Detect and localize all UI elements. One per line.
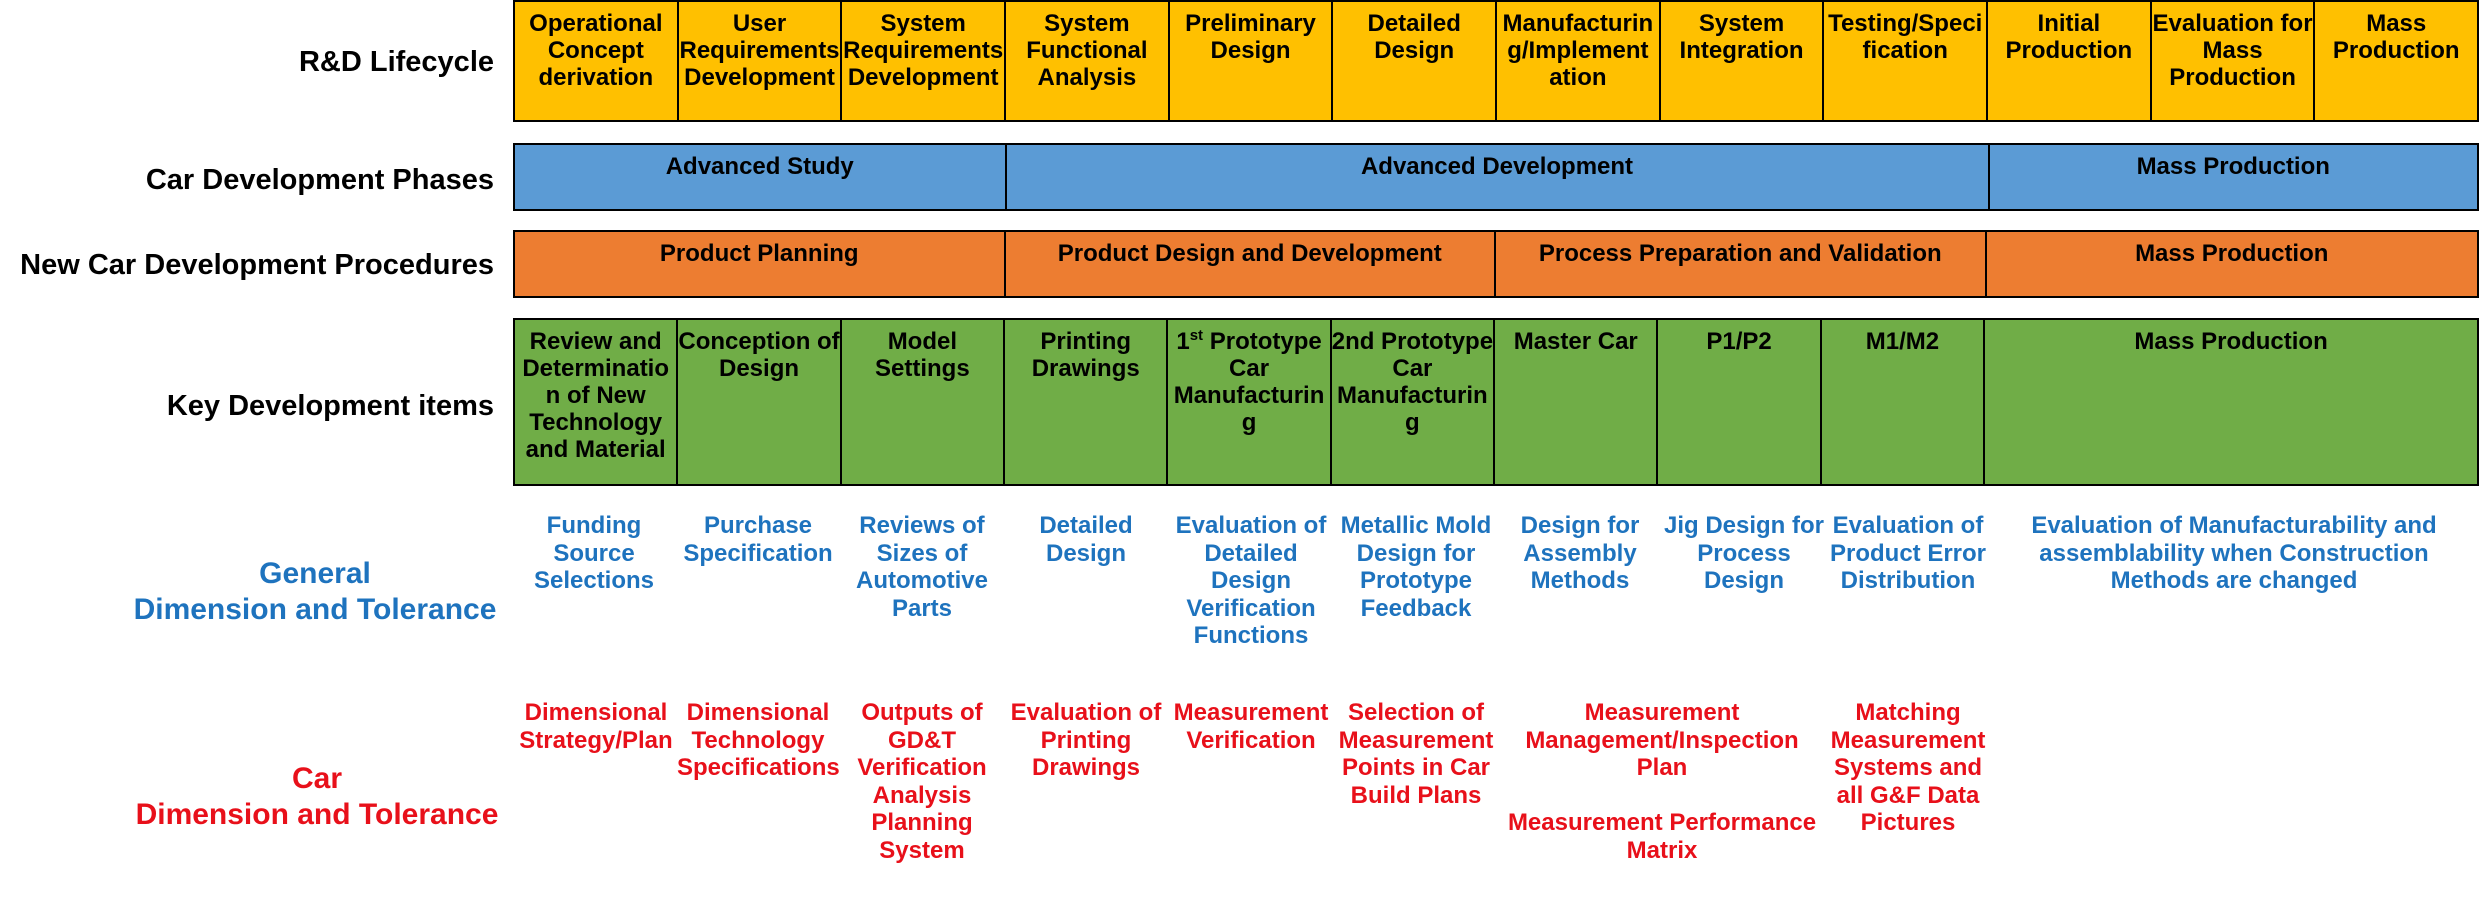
row-label-key-items: Key Development items [166,389,494,422]
general-item: Detailed Design [1039,512,1133,567]
key-item-cell: P1/P2 [1656,318,1822,486]
general-label-line2: Dimension and Tolerance [133,593,497,626]
key-item-cell: M1/M2 [1819,318,1986,486]
procedures-row: Product Planning Product Design and Deve… [513,230,2479,298]
phase-cell: Mass Production [1987,143,2479,211]
car-item: Dimensional Technology Specifications [677,699,840,781]
general-item: Evaluation of Detailed Design Verificati… [1175,512,1327,649]
general-label-line1: General [259,557,371,590]
car-item: Evaluation of Printing Drawings [1010,699,1162,781]
general-item: Jig Design for Process Design [1663,512,1825,594]
lifecycle-cell: Mass Production [2313,0,2480,122]
row-label-procedures: New Car Development Procedures [20,248,494,281]
lifecycle-cell: Evaluation for Mass Production [2149,0,2316,122]
key-item-label: Prototype Car Manufacturin g [1173,328,1325,436]
lifecycle-cell: Manufacturin g/Implement ation [1495,0,1661,122]
car-item: Matching Measurement Systems and all G&F… [1830,699,1986,836]
car-label-line1: Car [291,762,343,795]
car-item: Measurement Management/Inspection Plan [1525,699,1799,781]
lifecycle-cell: Testing/Speci fication [1822,0,1989,122]
car-item: Measurement Performance Matrix [1507,809,1817,864]
procedure-cell: Product Planning [513,230,1006,298]
lifecycle-cell: System Integration [1658,0,1825,122]
key-item-cell: 1st Prototype Car Manufacturin g [1166,318,1332,486]
lifecycle-cell: Initial Production [1986,0,2152,122]
lifecycle-cell: User Requirements Development [676,0,843,122]
lifecycle-cell: Preliminary Design [1167,0,1334,122]
car-label-line2: Dimension and Tolerance [135,798,499,831]
row-label-general-dimension: General Dimension and Tolerance [120,552,510,632]
general-item: Evaluation of Product Error Distribution [1829,512,1987,594]
key-item-cell: Model Settings [839,318,1006,486]
car-item: Measurement Verification [1173,699,1329,754]
procedure-cell: Mass Production [1984,230,2479,298]
phase-cell: Advanced Development [1004,143,1990,211]
key-item-cell: Printing Drawings [1003,318,1169,486]
car-item: Dimensional Strategy/Plan [519,699,673,754]
car-item: Selection of Measurement Points in Car B… [1338,699,1494,809]
row-label-phases: Car Development Phases [145,163,494,196]
lifecycle-cell: Detailed Design [1331,0,1498,122]
phase-cell: Advanced Study [513,143,1007,211]
key-item-cell: 2nd Prototype Car Manufacturin g [1329,318,1496,486]
row-label-car-dimension: Car Dimension and Tolerance [120,757,514,837]
key-item-cell: Review and Determinatio n of New Technol… [513,318,679,486]
car-item: Outputs of GD&T Verification Analysis Pl… [857,699,987,864]
general-item: Design for Assembly Methods [1520,512,1640,594]
general-item: Metallic Mold Design for Prototype Feedb… [1340,512,1492,622]
procedure-cell: Product Design and Development [1003,230,1496,298]
general-item: Reviews of Sizes of Automotive Parts [856,512,988,622]
key-items-row: Review and Determinatio n of New Technol… [513,318,2480,486]
general-item: Evaluation of Manufacturability and asse… [2031,512,2437,594]
prototype-ordinal: st [1189,327,1204,344]
lifecycle-row: Operational Concept derivation User Requ… [513,0,2480,122]
general-item: Funding Source Selections [533,512,655,594]
procedure-cell: Process Preparation and Validation [1494,230,1987,298]
key-item-cell: Conception of Design [676,318,842,486]
lifecycle-cell: System Requirements Development [840,0,1007,122]
key-item-cell: Master Car [1493,318,1659,486]
phases-row: Advanced Study Advanced Development Mass… [513,143,2479,211]
general-item: Purchase Specification [683,512,833,567]
lifecycle-cell: System Functional Analysis [1004,0,1170,122]
prototype-number: 1 [1176,328,1190,355]
key-item-cell: Mass Production [1983,318,2480,486]
lifecycle-cell: Operational Concept derivation [513,0,679,122]
row-label-lifecycle: R&D Lifecycle [298,45,494,78]
